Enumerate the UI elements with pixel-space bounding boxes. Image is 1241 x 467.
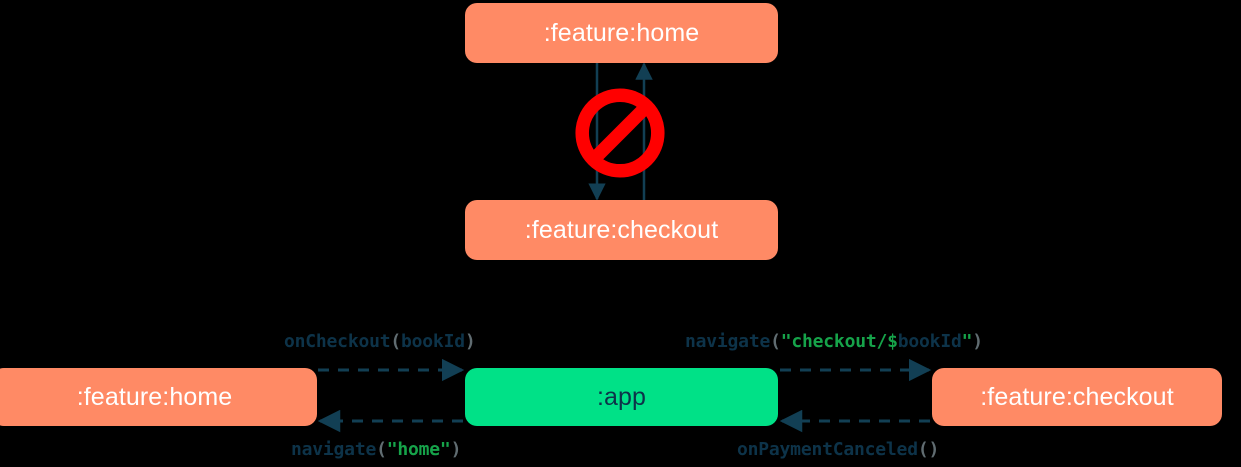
code-token-punct: (: [390, 331, 402, 352]
edge-label-navigate-checkout: navigate("checkout/$bookId"): [685, 331, 983, 352]
code-token-punct: ): [972, 331, 983, 352]
code-token-str: "home": [386, 439, 451, 460]
code-token-ident: navigate: [685, 331, 771, 352]
node-feature-home-top[interactable]: :feature:home: [465, 3, 778, 63]
edge-label-on-payment-canceled: onPaymentCanceled(): [737, 439, 939, 460]
code-token-ident: onCheckout: [284, 331, 391, 352]
node-label: :feature:home: [76, 382, 233, 411]
node-label: :app: [596, 382, 647, 411]
code-token-str: ": [961, 331, 973, 352]
node-label: :feature:checkout: [524, 215, 719, 244]
code-token-punct: ): [464, 331, 476, 352]
node-feature-checkout-top[interactable]: :feature:checkout: [465, 200, 778, 260]
no-entry-icon: [575, 88, 665, 178]
node-app[interactable]: :app: [465, 368, 778, 426]
node-label: :feature:checkout: [980, 382, 1174, 411]
edge-label-on-checkout: onCheckout(bookId): [284, 331, 476, 352]
code-token-str: "checkout/: [780, 331, 888, 352]
code-token-punct: (: [770, 331, 781, 352]
code-token-str: $: [887, 331, 898, 352]
code-token-punct: (): [917, 439, 940, 460]
node-feature-home-bottom[interactable]: :feature:home: [0, 368, 317, 426]
code-token-punct: (: [376, 439, 387, 460]
code-token-punct: ): [450, 439, 462, 460]
code-token-ident: bookId: [897, 331, 962, 352]
edge-label-navigate-home: navigate("home"): [291, 439, 461, 460]
code-token-ident: onPaymentCanceled: [737, 439, 918, 460]
node-label: :feature:home: [543, 18, 700, 47]
code-token-ident: navigate: [291, 439, 377, 460]
node-feature-checkout-bottom[interactable]: :feature:checkout: [932, 368, 1222, 426]
code-token-ident: bookId: [401, 331, 465, 352]
